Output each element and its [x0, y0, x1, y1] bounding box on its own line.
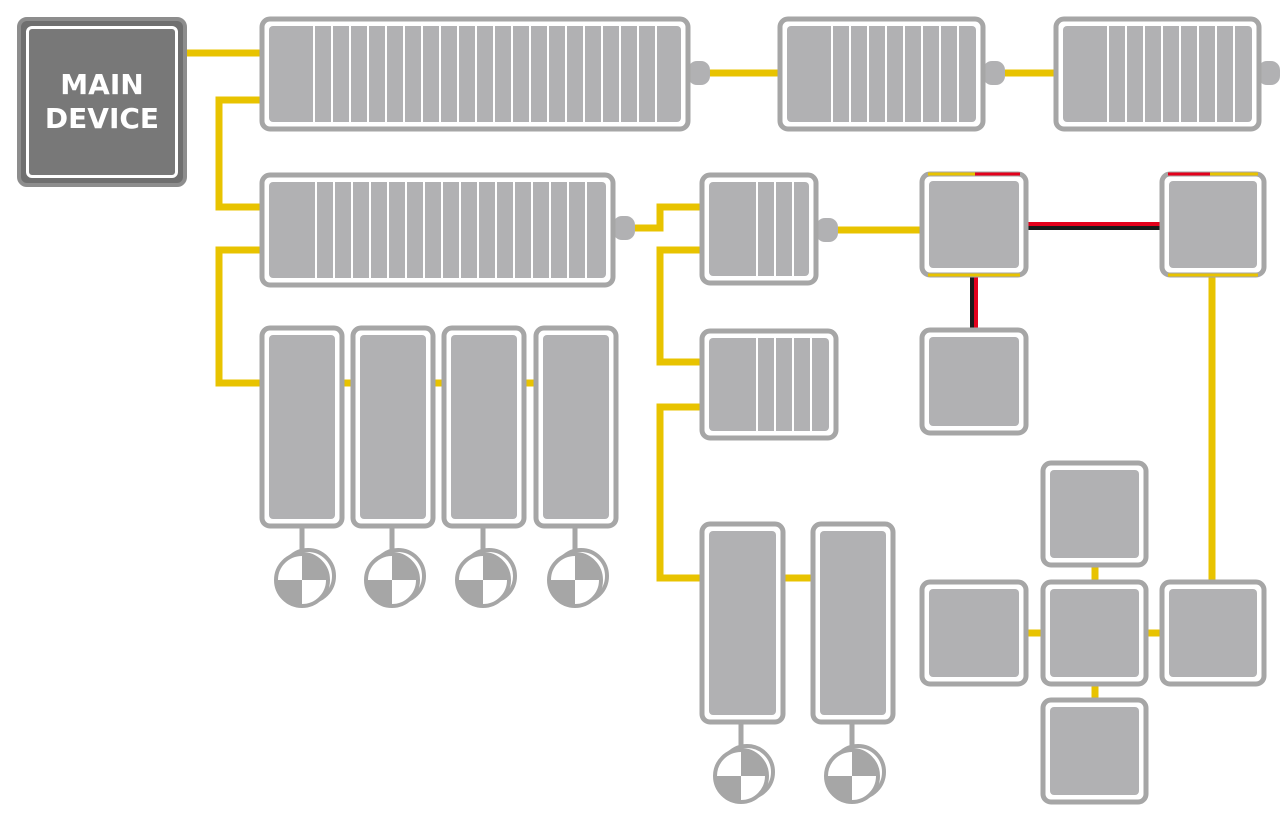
quartered-circle-sensor-icon: [824, 722, 886, 804]
main-device-face: MAIN DEVICE: [26, 26, 178, 178]
quartered-circle-sensor-icon: [713, 722, 775, 804]
rack-module-1: [259, 16, 691, 132]
quartered-circle-sensor-icon: [364, 526, 426, 608]
square-box: [1159, 579, 1267, 687]
square-box-powered-left: [919, 171, 1029, 278]
power-wiring: [970, 222, 1162, 330]
connector-nub: [688, 61, 710, 85]
rack-module-2: [777, 16, 986, 132]
bus-small-chain: [656, 246, 702, 366]
main-device: MAIN DEVICE: [17, 17, 187, 187]
rack-module-small-b: [699, 328, 839, 441]
tall-module: [699, 521, 786, 725]
tall-module: [259, 325, 345, 529]
connector-nubs: [613, 61, 1280, 242]
tall-module: [810, 521, 896, 725]
square-boxes: [919, 171, 1267, 805]
bus-small-to-tall: [656, 403, 702, 582]
rack-module-4: [259, 172, 616, 288]
tall-module: [533, 325, 619, 529]
bus-trunk-left-lower: [215, 246, 262, 387]
rack-module-small-a: [699, 172, 819, 286]
connector-nub: [613, 216, 635, 240]
square-box: [1040, 697, 1149, 805]
tall-modules: [259, 325, 896, 725]
connector-nub: [983, 61, 1005, 85]
square-box-center: [1040, 579, 1149, 687]
square-box: [919, 327, 1029, 436]
sensors: [274, 526, 886, 804]
tall-module: [441, 325, 527, 529]
rack-module-3: [1053, 16, 1262, 132]
bus-trunk-left: [215, 96, 262, 211]
bus-rack4-to-small: [635, 203, 702, 232]
rack-modules: [259, 16, 1262, 441]
connector-nub: [816, 218, 838, 242]
square-box-powered-right: [1159, 171, 1267, 278]
connector-nub: [1258, 61, 1280, 85]
square-box: [919, 579, 1029, 687]
tall-module: [350, 325, 436, 529]
bus-wiring: [187, 49, 1216, 700]
square-box: [1040, 460, 1149, 568]
quartered-circle-sensor-icon: [274, 526, 336, 608]
quartered-circle-sensor-icon: [547, 526, 609, 608]
quartered-circle-sensor-icon: [455, 526, 517, 608]
main-device-label: MAIN DEVICE: [44, 68, 160, 135]
